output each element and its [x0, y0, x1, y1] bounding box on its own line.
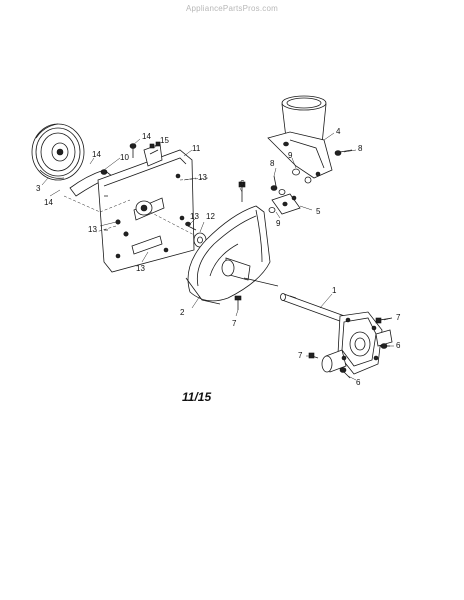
bracket-part — [143, 141, 163, 167]
callout-label: 4 — [336, 127, 341, 136]
bolt-part — [185, 221, 197, 231]
callout-label: 7 — [298, 351, 303, 360]
nut-part — [268, 207, 276, 213]
alignment-lines — [63, 177, 209, 239]
callout-label: 8 — [270, 159, 275, 168]
chute-clamp-bracket — [271, 189, 301, 215]
callout-label: 14 — [142, 132, 151, 141]
bolt-part — [238, 181, 246, 202]
callout-label: 13 — [190, 212, 199, 221]
callout-label: 6 — [396, 341, 401, 350]
watermark-text: AppliancePartsPros.com — [186, 4, 278, 13]
callout-label: 2 — [180, 308, 185, 317]
callout-label: 10 — [120, 153, 129, 162]
discharge-chute — [267, 95, 333, 179]
gearbox-part — [321, 311, 393, 375]
callout-label: 13 — [88, 225, 97, 234]
bolt-part — [129, 143, 137, 158]
callout-label: 14 — [44, 198, 53, 207]
leader-lines — [41, 132, 394, 381]
callout-label: 7 — [232, 319, 237, 328]
callout-label: 8 — [358, 144, 363, 153]
callout-label: 14 — [92, 150, 101, 159]
bolt-part — [234, 295, 242, 310]
callout-label: 6 — [356, 378, 361, 387]
bolt-part — [270, 175, 278, 191]
callout-label: 13 — [136, 264, 145, 273]
callout-label: 3 — [36, 184, 41, 193]
callout-label: 9 — [288, 151, 293, 160]
callout-label: 15 — [160, 136, 169, 145]
callout-label: 1 — [332, 286, 337, 295]
impeller-housing — [185, 205, 279, 305]
callout-label: 7 — [396, 313, 401, 322]
bolt-part — [339, 367, 351, 379]
callout-labels: 14 15 11 10 14 3 14 13 13 13 12 13 6 8 9… — [36, 127, 401, 387]
pulley-part — [31, 123, 85, 181]
callout-label: 5 — [316, 207, 321, 216]
callout-label: 11 — [192, 144, 201, 153]
bolt-part — [308, 352, 319, 359]
page-number-label: 11/15 — [182, 390, 212, 404]
callout-label: 9 — [276, 219, 281, 228]
bolt-part — [334, 149, 353, 156]
callout-label: 12 — [206, 212, 215, 221]
callout-label: 6 — [240, 179, 245, 188]
nut-part — [292, 168, 312, 184]
callout-label: 13 — [198, 173, 207, 182]
bolt-part — [380, 343, 390, 349]
mounting-plate — [97, 149, 195, 273]
